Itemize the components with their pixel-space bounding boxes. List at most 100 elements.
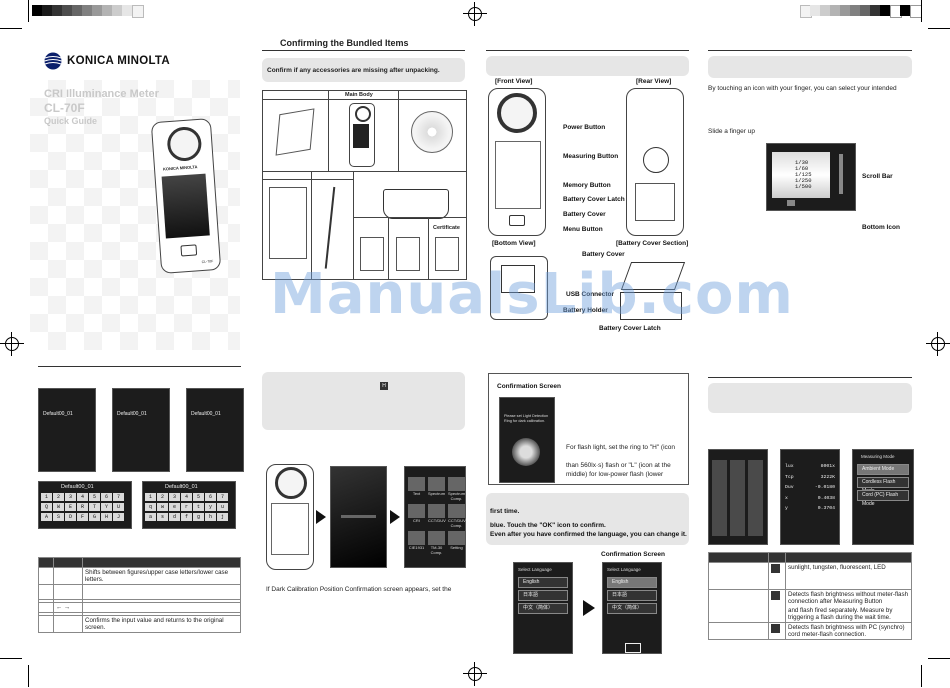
mode-option-selected[interactable]: Ambient Mode [857,464,909,475]
scroll-bar[interactable] [839,154,843,194]
key[interactable]: u [217,503,228,511]
arrow-right-icon [390,510,400,524]
key[interactable]: E [65,503,76,511]
key[interactable]: S [53,513,64,521]
key[interactable]: r [181,503,192,511]
lang-option-selected[interactable]: English [607,577,657,588]
startup-heading-box: H [262,372,465,430]
key[interactable]: 7 [113,493,124,501]
front-view-label: [Front View] [495,78,533,85]
key[interactable]: J [113,513,124,521]
list-item[interactable]: 1/250 [795,177,812,184]
device-menu-button [180,244,198,257]
rear-view-device [626,88,684,236]
key[interactable]: a [145,513,156,521]
key[interactable]: 5 [193,493,204,501]
key[interactable]: 6 [101,493,112,501]
key[interactable]: s [157,513,168,521]
menu-icon[interactable]: CIE1931 [408,531,425,555]
key[interactable]: j [217,513,228,521]
field-value: Default00_01 [191,411,221,417]
key[interactable]: 4 [181,493,192,501]
touch-intro: By touching an icon with your finger, yo… [708,85,897,92]
list-item[interactable]: 1/500 [795,183,812,190]
key[interactable]: R [77,503,88,511]
key[interactable]: 3 [65,493,76,501]
key[interactable]: h [205,513,216,521]
key[interactable]: f [181,513,192,521]
key[interactable]: g [193,513,204,521]
label-memory-button: Memory Button [563,182,611,189]
menu-icon[interactable]: CCT/DUV Comp. [448,504,466,528]
key[interactable]: d [169,513,180,521]
key[interactable]: U [113,503,124,511]
key[interactable]: H [101,513,112,521]
menu-icon[interactable]: Spectrum [428,477,445,501]
mode-option[interactable]: Cord (PC) Flash Mode [857,490,909,507]
bottom-view-device [490,256,548,320]
item-cd [411,111,453,153]
key[interactable]: 5 [89,493,100,501]
table-cell: Shifts between figures/upper case letter… [82,567,241,585]
key[interactable]: e [169,503,180,511]
menu-icon[interactable]: Spectrum Comp. [448,477,465,501]
key[interactable]: 6 [205,493,216,501]
key[interactable]: G [89,513,100,521]
table-row [38,584,241,600]
menu-icon[interactable]: Text [408,477,425,501]
menu-icon[interactable]: Setting [448,531,465,555]
bottom-icon[interactable] [787,200,795,206]
key[interactable]: D [65,513,76,521]
menu-icon[interactable]: CCT/DUV [428,504,446,528]
key[interactable]: F [77,513,88,521]
heading-rule [708,377,912,378]
key[interactable]: W [53,503,64,511]
konica-minolta-globe-icon [44,52,62,70]
lang-option[interactable]: 中文（简体） [518,603,568,614]
arrow-right-icon [316,510,326,524]
key[interactable]: Q [41,503,52,511]
key[interactable]: T [89,503,100,511]
field-value: Default00_01 [165,484,198,490]
key[interactable]: 2 [53,493,64,501]
key[interactable]: 4 [77,493,88,501]
device-logo: KONICA MINOLTA [162,164,198,172]
heading-rule [38,366,241,367]
label-menu-button: Menu Button [563,226,603,233]
list-item[interactable]: 1/30 [795,159,809,166]
key[interactable]: 7 [217,493,228,501]
bottom-icon-label: Bottom Icon [862,224,900,231]
key[interactable]: 1 [145,493,156,501]
heading-rule [708,50,912,51]
menu-icon[interactable]: TM-30 Comp. [428,531,445,555]
key[interactable]: Y [101,503,112,511]
ok-button[interactable] [625,643,641,653]
key[interactable]: 2 [157,493,168,501]
dark-cal-screen: Please set Light Detection Ring for dark… [499,397,555,483]
watermark: ManualsLib.com [270,262,794,327]
mode-option[interactable]: Cordless Flash Mode [857,477,909,494]
brand-logo: KONICA MINOLTA [44,52,170,70]
key[interactable]: t [193,503,204,511]
list-item[interactable]: 1/60 [795,165,809,172]
startup-device [266,464,314,570]
lang-option[interactable]: 日本語 [607,590,657,601]
key[interactable]: y [205,503,216,511]
lang-option[interactable]: 日本語 [518,590,568,601]
key[interactable]: 1 [41,493,52,501]
item-strap [324,186,340,270]
key[interactable]: q [145,503,156,511]
heading-rule [262,50,465,51]
crop-mark [28,0,29,22]
key[interactable]: 3 [169,493,180,501]
list-item[interactable]: 1/125 [795,171,812,178]
key[interactable]: A [41,513,52,521]
menu-icon[interactable]: CRI [408,504,425,528]
lang-option[interactable]: English [518,577,568,588]
lang-option[interactable]: 中文（简体） [607,603,657,614]
key[interactable]: w [157,503,168,511]
battery-section-label: [Battery Cover Section] [616,240,689,247]
registration-mark-top [463,2,487,26]
